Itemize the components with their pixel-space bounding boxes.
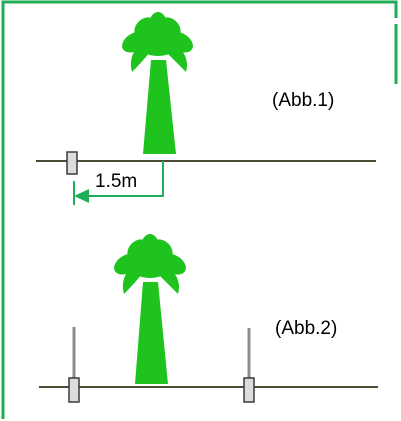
distance-dimension xyxy=(73,161,164,205)
distance-label: 1.5m xyxy=(95,171,137,192)
figure-2-caption: (Abb.2) xyxy=(275,318,337,339)
sensor-post-icon xyxy=(243,328,255,403)
palm-tree-icon xyxy=(122,12,193,154)
sensor-post-icon xyxy=(66,151,78,175)
figure-1: (Abb.1) 1.5m xyxy=(36,12,376,205)
figure-2: (Abb.2) xyxy=(39,234,378,403)
sensor-post-icon xyxy=(68,327,80,403)
figure-1-caption: (Abb.1) xyxy=(272,90,334,111)
palm-tree-icon xyxy=(114,234,186,384)
arrow-left-icon xyxy=(74,189,89,203)
